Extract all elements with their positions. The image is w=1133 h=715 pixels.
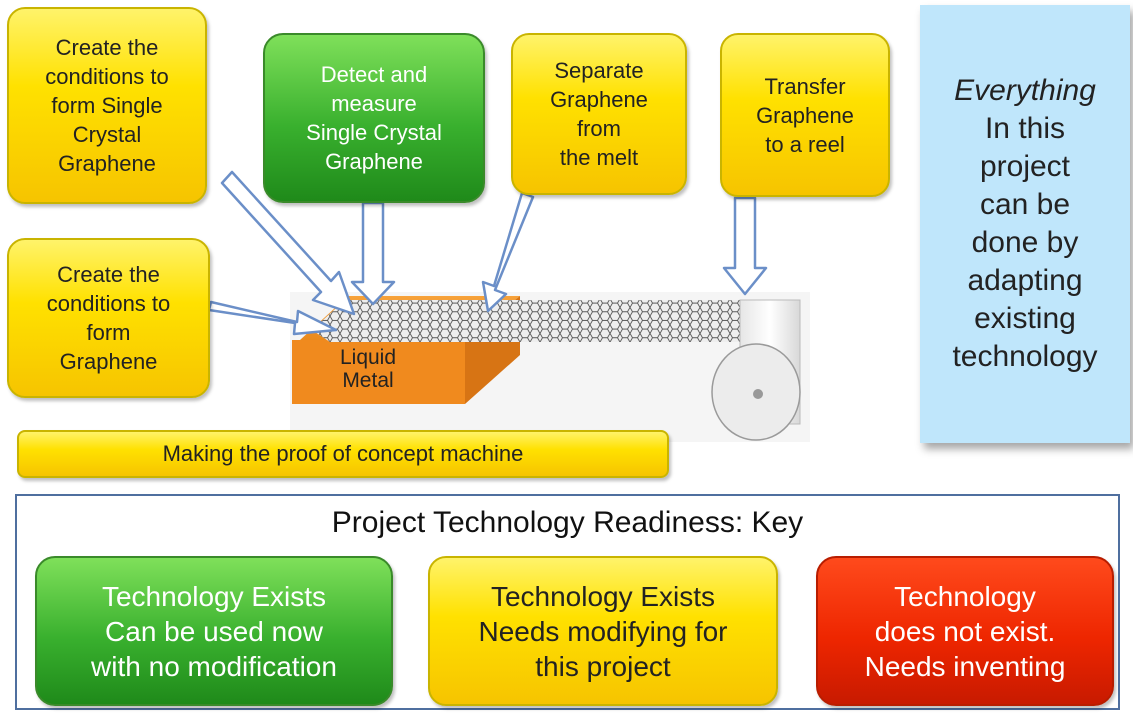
liquid-metal-front	[292, 340, 465, 404]
note-emphasis: Everything	[954, 74, 1096, 107]
key-item-needs-modifying: Technology Exists Needs modifying for th…	[428, 556, 778, 706]
callout-detect-measure: Detect and measure Single Crystal Graphe…	[263, 33, 485, 203]
key-item-needs-inventing: Technology does not exist. Needs inventi…	[816, 556, 1114, 706]
readiness-key: Project Technology Readiness: Key Techno…	[15, 494, 1120, 710]
arrow-detect	[350, 201, 396, 306]
callout-single-crystal-conditions: Create the conditions to form Single Cry…	[7, 7, 207, 204]
reel-hub	[753, 389, 763, 399]
key-item-exists-no-modification: Technology Exists Can be used now with n…	[35, 556, 393, 706]
arrow-separate	[481, 191, 535, 313]
liquid-metal-label: Liquid Metal	[339, 346, 397, 392]
callout-graphene-conditions: Create the conditions to form Graphene	[7, 238, 210, 398]
arrow-transfer	[722, 196, 768, 296]
note-body: In this project can be done by adapting …	[952, 112, 1098, 373]
callout-separate: Separate Graphene from the melt	[511, 33, 687, 195]
callout-transfer: Transfer Graphene to a reel	[720, 33, 890, 197]
note-panel: Everything In this project can be done b…	[920, 5, 1130, 443]
arrow-single-crystal	[220, 170, 356, 316]
key-title: Project Technology Readiness: Key	[331, 506, 804, 539]
graphene-mesh	[312, 300, 780, 342]
arrow-form-graphene	[207, 300, 338, 336]
proof-of-concept-banner: Making the proof of concept machine	[17, 430, 669, 478]
